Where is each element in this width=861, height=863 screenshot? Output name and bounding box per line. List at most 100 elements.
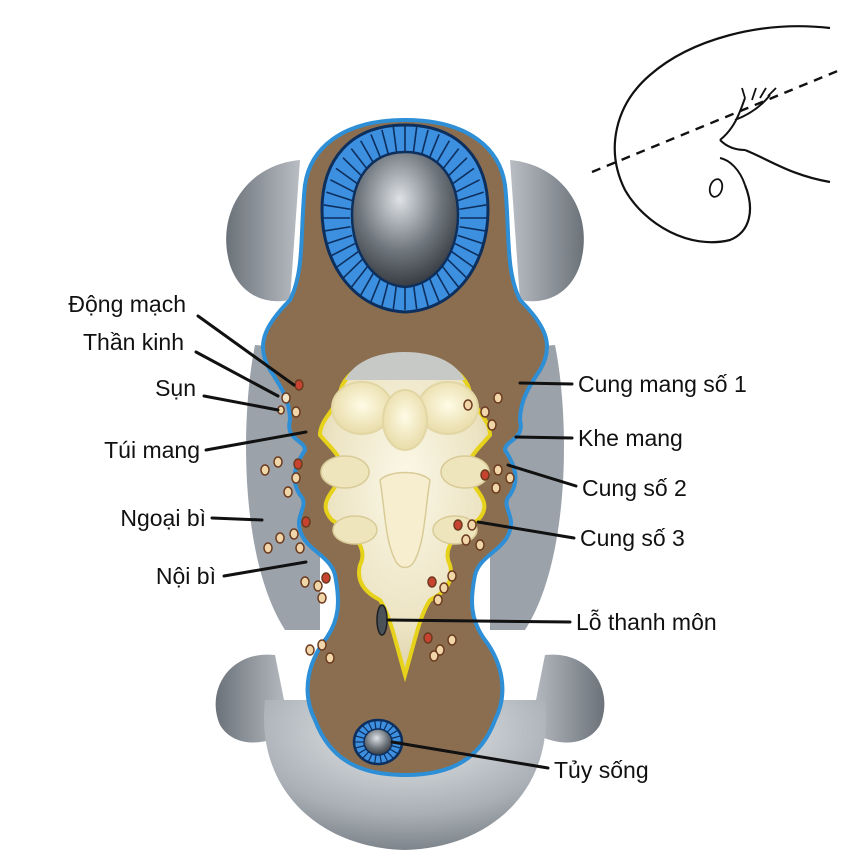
inset-eye-label: o — [710, 180, 720, 200]
arch-dots — [260, 379, 515, 664]
cartilage-dot — [433, 594, 443, 606]
cell-segment — [367, 753, 373, 763]
label-ngoai-bi: Ngoại bì — [120, 505, 206, 531]
cartilage-dot — [313, 580, 323, 592]
cartilage-dot — [461, 534, 471, 546]
cell-segment — [354, 745, 365, 749]
artery-dot — [480, 469, 490, 481]
cell-segment — [326, 191, 353, 202]
cartilage-dot — [289, 528, 299, 540]
cell-segment — [446, 257, 468, 279]
cartilage-dot — [305, 644, 315, 656]
cartilage-dot — [295, 542, 305, 554]
pharyngeal-bulges — [320, 381, 490, 569]
cartilage-dot — [480, 406, 490, 418]
label-tuy-song: Tủy sống — [554, 757, 649, 783]
cell-segment — [350, 264, 370, 288]
cartilage-dot — [435, 644, 445, 656]
artery-dot — [301, 516, 311, 528]
cartilage-dot — [273, 456, 283, 468]
cartilage-dot — [317, 639, 327, 651]
cell-segment — [330, 242, 356, 257]
label-noi-bi: Nội bì — [156, 563, 216, 589]
cartilage-dot — [317, 592, 327, 604]
glottis-opening — [376, 604, 388, 636]
cartilage-dot — [487, 419, 497, 431]
cartilage-dot — [260, 464, 270, 476]
label-sun: Sụn — [155, 375, 196, 401]
label-cung-so-2: Cung số 2 — [582, 475, 687, 501]
cartilage-dot — [505, 472, 515, 484]
neural-tube-lumen — [350, 150, 460, 289]
cell-segment — [367, 721, 373, 731]
labels: Động mạch Thần kinh Sụn Túi mang Ngoại b… — [68, 291, 746, 783]
cell-segment — [434, 269, 451, 296]
artery-dot — [427, 576, 437, 588]
cell-segment — [361, 724, 370, 733]
artery-dot — [293, 458, 303, 470]
cell-segment — [361, 751, 370, 760]
cell-segment — [357, 729, 367, 736]
cartilage-dot — [491, 482, 501, 494]
cartilage-dot — [493, 464, 503, 476]
neural-tube — [320, 123, 490, 314]
cell-segment — [450, 250, 475, 269]
cartilage-dot — [463, 399, 473, 411]
cartilage-dot — [263, 542, 273, 554]
cartilage-dot — [291, 406, 301, 418]
cell-segment — [359, 269, 376, 296]
cell-segment — [459, 204, 487, 211]
cell-segment — [389, 729, 399, 736]
cartilage-dot — [283, 486, 293, 498]
cell-segment — [391, 735, 402, 739]
cell-segment — [326, 234, 353, 245]
leader-lines — [194, 314, 578, 770]
cartilage-dot — [275, 532, 285, 544]
nerve-dot — [281, 392, 291, 404]
cell-segment — [454, 242, 480, 257]
cartilage-dot — [467, 519, 477, 531]
cell-segment — [457, 234, 484, 245]
cartilage-dot — [493, 392, 503, 404]
cell-segment — [342, 257, 364, 279]
cartilage-dot — [447, 570, 457, 582]
cell-segment — [373, 720, 377, 730]
artery-dot — [453, 519, 463, 531]
cell-segment — [335, 167, 360, 186]
cartilage-dot — [447, 634, 457, 646]
cell-segment — [330, 179, 356, 194]
cell-segment — [373, 754, 377, 764]
cell-segment — [354, 735, 365, 739]
label-khe-mang: Khe mang — [578, 425, 683, 451]
section-plane-line — [591, 68, 841, 174]
pharynx-roof — [345, 352, 465, 380]
cell-segment — [389, 748, 399, 755]
label-tui-mang: Túi mang — [104, 437, 200, 463]
cartilage-dot — [300, 576, 310, 588]
cell-segment — [379, 720, 383, 730]
inset-embryo-head: o — [591, 25, 841, 244]
label-lo-thanh-mon: Lỗ thanh môn — [576, 609, 717, 635]
cell-segment — [391, 745, 402, 749]
cartilage-dot — [439, 582, 449, 594]
cell-segment — [440, 264, 460, 288]
cell-segment — [450, 167, 475, 186]
cell-segment — [383, 753, 389, 763]
artery-dot — [294, 379, 304, 391]
cell-segment — [383, 721, 389, 731]
cell-segment — [386, 724, 395, 733]
cell-segment — [379, 754, 383, 764]
cell-segment — [454, 179, 480, 194]
cell-segment — [323, 225, 351, 232]
artery-dot — [321, 572, 331, 584]
cell-segment — [446, 157, 468, 179]
label-cung-mang-so-1: Cung mang số 1 — [578, 371, 747, 397]
cell-segment — [459, 225, 487, 232]
cartilage-dot — [429, 650, 439, 662]
cartilage-dot — [291, 472, 301, 484]
cell-segment — [457, 191, 484, 202]
cell-segment — [357, 748, 367, 755]
label-than-kinh: Thần kinh — [83, 329, 184, 355]
